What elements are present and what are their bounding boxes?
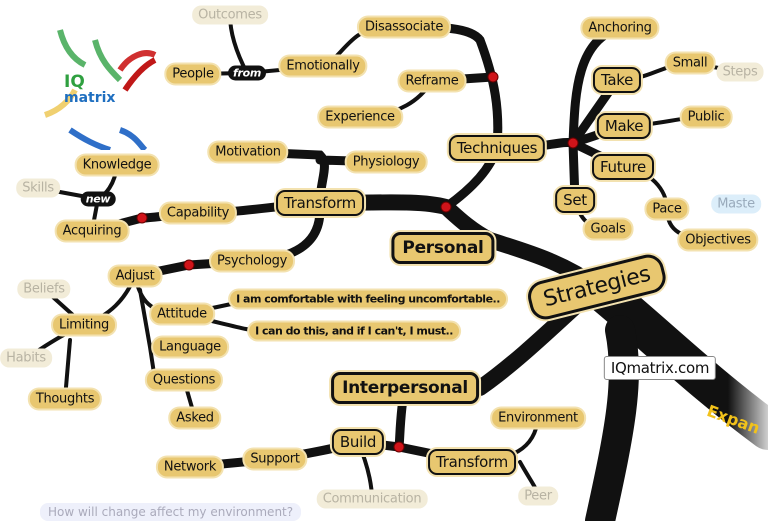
node-experience[interactable]: Experience	[319, 107, 401, 127]
node-outcomes[interactable]: Outcomes	[192, 5, 268, 25]
question-prompt: How will change affect my environment?	[40, 503, 302, 521]
node-goals[interactable]: Goals	[584, 219, 632, 239]
node-skills[interactable]: Skills	[16, 178, 60, 198]
node-pace[interactable]: Pace	[646, 199, 688, 219]
node-acquiring[interactable]: Acquiring	[56, 221, 128, 241]
node-disassociate[interactable]: Disassociate	[358, 17, 450, 37]
node-attitude-note-2[interactable]: I can do this, and if I can't, I must..	[249, 322, 459, 340]
website-label: IQmatrix.com	[603, 356, 717, 380]
logo-swirl-icon	[43, 29, 157, 153]
node-communication[interactable]: Communication	[316, 489, 428, 509]
connector-dot	[487, 71, 499, 83]
node-knowledge[interactable]: Knowledge	[76, 155, 158, 175]
node-reframe[interactable]: Reframe	[399, 71, 465, 91]
node-interpersonal[interactable]: Interpersonal	[331, 372, 479, 404]
node-asked[interactable]: Asked	[170, 408, 220, 428]
node-steps[interactable]: Steps	[716, 62, 764, 82]
node-small[interactable]: Small	[666, 53, 714, 73]
node-master[interactable]: Maste	[711, 194, 761, 214]
node-make[interactable]: Make	[596, 113, 652, 139]
node-attitude[interactable]: Attitude	[151, 304, 213, 324]
node-questions[interactable]: Questions	[146, 370, 222, 390]
node-physiology[interactable]: Physiology	[346, 152, 426, 172]
node-personal[interactable]: Personal	[391, 232, 495, 264]
node-motivation[interactable]: Motivation	[209, 142, 287, 162]
connector-dot	[440, 201, 452, 213]
node-limiting[interactable]: Limiting	[53, 315, 115, 335]
connector-dot	[393, 441, 405, 453]
node-techniques[interactable]: Techniques	[448, 135, 546, 161]
node-psychology[interactable]: Psychology	[211, 251, 293, 271]
node-emotionally[interactable]: Emotionally	[280, 56, 366, 76]
node-transform-interpersonal[interactable]: Transform	[428, 449, 516, 475]
node-future[interactable]: Future	[592, 154, 654, 180]
node-transform-personal[interactable]: Transform	[276, 190, 364, 216]
node-set[interactable]: Set	[555, 187, 595, 213]
connector-dot	[183, 259, 195, 271]
node-support[interactable]: Support	[244, 449, 306, 469]
node-people[interactable]: People	[166, 64, 220, 84]
iq-matrix-logo	[40, 20, 160, 153]
node-attitude-note-1[interactable]: I am comfortable with feeling uncomforta…	[230, 290, 506, 308]
connector-from: from	[227, 65, 267, 81]
connector-dot	[136, 212, 148, 224]
connector-dot	[567, 137, 579, 149]
node-peer[interactable]: Peer	[518, 486, 558, 506]
node-build[interactable]: Build	[331, 429, 385, 455]
node-take[interactable]: Take	[592, 67, 642, 93]
node-beliefs[interactable]: Beliefs	[17, 279, 71, 299]
logo-text-matrix: matrix	[64, 90, 116, 106]
node-capability[interactable]: Capability	[160, 203, 236, 223]
logo-text-iq: IQ	[64, 72, 85, 92]
connector-new: new	[80, 191, 116, 207]
node-thoughts[interactable]: Thoughts	[29, 389, 101, 409]
node-public[interactable]: Public	[681, 107, 731, 127]
node-objectives[interactable]: Objectives	[679, 230, 757, 250]
node-habits[interactable]: Habits	[0, 348, 52, 368]
node-environment[interactable]: Environment	[492, 408, 584, 428]
node-language[interactable]: Language	[153, 337, 227, 357]
node-adjust[interactable]: Adjust	[109, 266, 161, 286]
node-network[interactable]: Network	[157, 457, 223, 477]
node-anchoring[interactable]: Anchoring	[582, 18, 658, 38]
